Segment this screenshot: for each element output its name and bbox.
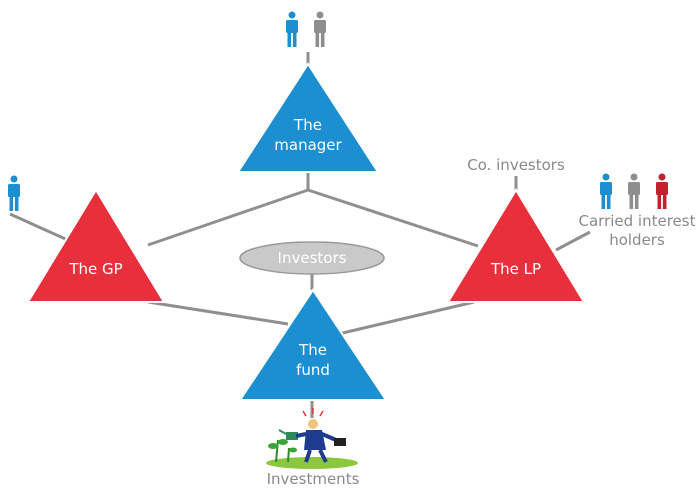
gp-person-icons <box>8 175 20 211</box>
manager-label-line2: manager <box>274 136 342 154</box>
line-gp-to-person <box>9 212 73 244</box>
co-investors-label: Co. investors <box>467 156 565 174</box>
fund-label-line2: fund <box>296 361 330 379</box>
manager-label-line1: The <box>293 116 322 134</box>
carried-interest-label-line2: holders <box>609 231 665 249</box>
line-gp-to-fund <box>147 300 289 326</box>
person-icon <box>314 11 326 47</box>
connector-lines <box>9 52 591 418</box>
line-center-to-gp <box>147 188 309 247</box>
businessman-watering-plant-icon <box>266 408 358 469</box>
fund-triangle <box>238 288 388 401</box>
gp-triangle <box>26 188 166 303</box>
investors-oval <box>239 241 385 275</box>
person-icon <box>8 175 20 211</box>
manager-triangle <box>236 62 380 173</box>
person-icon <box>628 173 640 209</box>
person-icon <box>656 173 668 209</box>
fund-label-line1: The <box>298 341 327 359</box>
lp-label: The LP <box>490 260 541 278</box>
person-icon <box>286 11 298 47</box>
investors-label: Investors <box>278 249 347 267</box>
investments-label: Investments <box>267 470 360 488</box>
line-center-to-lp <box>307 188 479 248</box>
lp-triangle <box>446 188 586 303</box>
gp-label: The GP <box>68 260 122 278</box>
carried-interest-person-icons <box>600 173 668 209</box>
manager-person-icons <box>286 11 326 47</box>
line-lp-to-fund <box>329 300 475 338</box>
carried-interest-label-line1: Carried interest <box>579 212 696 230</box>
line-lp-to-carried <box>555 230 591 252</box>
person-icon <box>600 173 612 209</box>
